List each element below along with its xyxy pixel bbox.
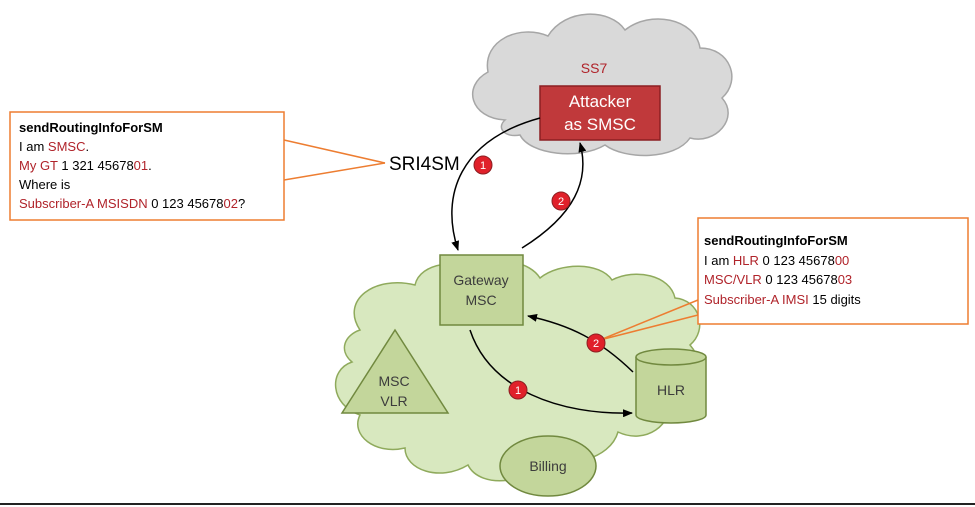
arrow-hlr-to-gateway [527, 313, 634, 373]
right-callout-pointer [599, 299, 699, 341]
ss7-cloud [471, 13, 733, 157]
arrow-attacker-to-gateway [451, 117, 541, 251]
arrow-gateway-to-hlr [469, 329, 633, 418]
step-marker-1-sri: 1 [473, 155, 493, 175]
hlr-label: HLR [657, 382, 685, 398]
step-marker-2-hlr-response-label: 2 [593, 338, 599, 350]
attacker-line1: Attacker [569, 92, 632, 111]
right-callout-line2: MSC/VLR 0 123 4567803 [704, 272, 852, 287]
attacker-node: Attacker as SMSC [539, 85, 661, 141]
right-callout-pointer-2 [599, 314, 699, 341]
ss7-label: SS7 [581, 60, 608, 76]
left-callout-line2: My GT 1 321 4567801. [19, 158, 152, 173]
step-marker-2-response-label: 2 [558, 196, 564, 208]
gateway-line2: MSC [465, 292, 496, 308]
sri4sm-label: SRI4SM [389, 154, 460, 175]
attacker-line2: as SMSC [564, 115, 636, 134]
msc-vlr-line1: MSC [378, 373, 409, 389]
right-callout: sendRoutingInfoForSM I am HLR 0 123 4567… [697, 217, 969, 325]
step-marker-1-hlr-query: 1 [508, 380, 528, 400]
left-callout-title: sendRoutingInfoForSM [19, 120, 163, 135]
msc-vlr-line2: VLR [380, 393, 407, 409]
left-callout-pointer-2 [283, 162, 386, 181]
step-marker-2-response: 2 [551, 191, 571, 211]
left-callout-pointer [283, 139, 386, 164]
step-marker-1-hlr-query-label: 1 [515, 385, 521, 397]
left-callout: sendRoutingInfoForSM I am SMSC. My GT 1 … [9, 111, 285, 221]
gateway-msc-node: Gateway MSC [439, 254, 524, 326]
billing-node: Billing [499, 435, 597, 497]
gateway-line1: Gateway [453, 272, 508, 288]
arrow-gateway-to-attacker [521, 142, 587, 249]
left-callout-line4: Subscriber-A MSISDN 0 123 4567802? [19, 196, 245, 211]
hlr-node: HLR [635, 348, 707, 424]
left-callout-line3: Where is [19, 177, 71, 192]
billing-label: Billing [529, 458, 566, 474]
right-callout-line1: I am HLR 0 123 4567800 [704, 253, 849, 268]
step-marker-1-sri-label: 1 [480, 160, 486, 172]
right-callout-line3: Subscriber-A IMSI 15 digits [704, 292, 861, 307]
msc-vlr-node: MSC VLR [340, 328, 450, 414]
right-callout-title: sendRoutingInfoForSM [704, 233, 848, 248]
bottom-divider [0, 503, 975, 505]
step-marker-2-hlr-response: 2 [586, 333, 606, 353]
left-callout-line1: I am SMSC. [19, 139, 89, 154]
